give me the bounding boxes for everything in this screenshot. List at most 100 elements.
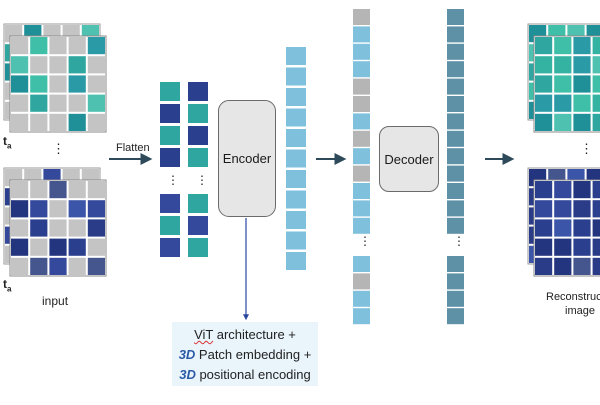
visible-token [353, 183, 370, 199]
patch [554, 200, 572, 218]
patch [554, 238, 572, 256]
patch [592, 75, 600, 93]
patch [554, 37, 572, 55]
vit-line-1: ViT architecture + [194, 327, 296, 342]
masked-patch [30, 238, 48, 256]
decoder-output-column [447, 9, 464, 325]
embedding-token [286, 170, 306, 188]
embedding-token [286, 108, 306, 127]
patch [49, 238, 67, 256]
input-frames-bottom [3, 167, 107, 277]
decoder-token-ellipsis: ⋮ [453, 234, 465, 248]
masked-patch [49, 200, 67, 218]
decoder-token [447, 9, 464, 25]
output-bottom-front-frame [533, 179, 600, 277]
patch [535, 94, 553, 112]
patch [573, 200, 591, 218]
masked-patch [30, 113, 48, 131]
patch [573, 181, 591, 199]
patch [68, 238, 86, 256]
patch [87, 219, 105, 237]
masked-patch [30, 181, 48, 199]
decoder-token [447, 96, 464, 112]
patch [68, 56, 86, 74]
encoder-embedding-column [286, 47, 306, 270]
decoder-token [447, 183, 464, 199]
patch [535, 219, 553, 237]
decoder-token [447, 61, 464, 78]
embedding-token [286, 190, 306, 209]
patch [30, 219, 48, 237]
patch [30, 257, 48, 275]
flattened-patch [188, 238, 208, 257]
flattened-patch [188, 126, 208, 145]
masked-patch [87, 75, 105, 93]
flatten-ellipsis-right: ⋮ [196, 173, 208, 187]
patch [592, 181, 600, 199]
vit-line-2: 3D Patch embedding + [178, 347, 312, 362]
visible-token [353, 43, 370, 60]
decoder-token [447, 26, 464, 43]
encoder-label: Encoder [222, 151, 272, 166]
decoder-token [447, 256, 464, 272]
time-label-top: ta [3, 134, 12, 151]
patch [68, 200, 86, 218]
masked-patch [11, 94, 29, 112]
patch [535, 238, 553, 256]
patch [30, 37, 48, 55]
mask-token [353, 78, 370, 95]
patch [573, 238, 591, 256]
patch [592, 56, 600, 74]
visible-token [353, 256, 370, 272]
input-top-front-frame [9, 35, 107, 133]
patch [30, 75, 48, 93]
patch [11, 238, 29, 256]
masked-patch [49, 75, 67, 93]
patch [592, 219, 600, 237]
patch [573, 113, 591, 131]
flattened-patch [188, 216, 208, 235]
patch [554, 56, 572, 74]
masked-patch [87, 238, 105, 256]
visible-token [353, 61, 370, 78]
masked-patch [87, 113, 105, 131]
patch [535, 56, 553, 74]
mask-token [353, 96, 370, 112]
mask-token [353, 165, 370, 182]
patch [535, 75, 553, 93]
visible-token [353, 113, 370, 130]
patch [554, 75, 572, 93]
patch [554, 219, 572, 237]
masked-patch [68, 94, 86, 112]
mask-token [353, 9, 370, 25]
patch [87, 37, 105, 55]
patch [68, 113, 86, 131]
patch [30, 200, 48, 218]
decoder-token [447, 78, 464, 95]
patch [87, 94, 105, 112]
masked-patch [11, 37, 29, 55]
token-ellipsis: ⋮ [359, 234, 371, 248]
patch [49, 257, 67, 275]
patch [535, 37, 553, 55]
masked-patch [49, 37, 67, 55]
patch [554, 94, 572, 112]
embedding-token [286, 211, 306, 229]
flattened-patch [188, 104, 208, 123]
flattened-patch [160, 216, 180, 235]
flattened-patch [188, 82, 208, 101]
time-label-bottom: ta [3, 277, 12, 294]
patch [592, 257, 600, 275]
patch [535, 257, 553, 275]
patch [573, 75, 591, 93]
decoder-token [447, 43, 464, 60]
flattened-patch [160, 148, 180, 167]
patch [87, 257, 105, 275]
input-label: input [42, 294, 69, 308]
patch [535, 181, 553, 199]
decoder-token [447, 217, 464, 234]
masked-patch [30, 56, 48, 74]
visible-token [353, 26, 370, 43]
decoder-token [447, 290, 464, 307]
